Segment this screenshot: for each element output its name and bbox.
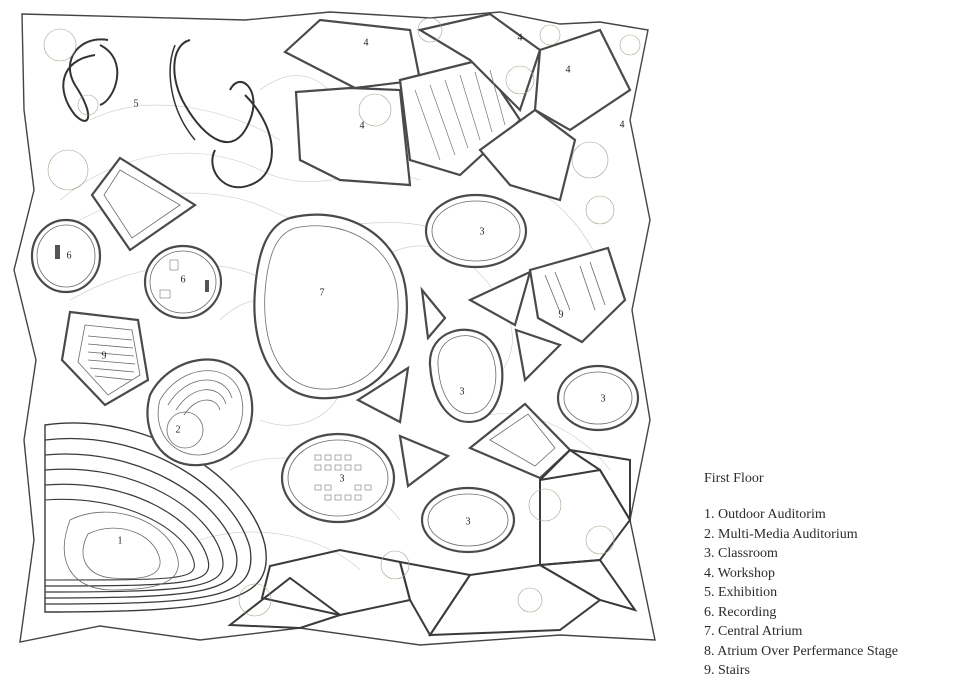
legend-item: 7. Central Atrium: [704, 624, 803, 639]
legend: First Floor 1. Outdoor Auditorim 2. Mult…: [704, 470, 956, 681]
floor-plan: 1 2 5 6 6: [13, 11, 656, 646]
label-workshop-a: 4: [364, 37, 369, 48]
recording-room-a: [30, 218, 102, 294]
label-multimedia-auditorium: 2: [176, 424, 181, 435]
label-recording-b: 6: [181, 274, 186, 285]
legend-item: 3. Classroom: [704, 546, 778, 561]
classroom-a: [424, 193, 528, 269]
legend-item: 6. Recording: [704, 604, 777, 620]
label-stairs-right: 9: [559, 309, 564, 320]
classroom-c: [556, 364, 640, 432]
label-classroom-a: 3: [480, 226, 485, 237]
legend-item: 1. Outdoor Auditorim: [704, 507, 826, 522]
skylight-pyramid-a: [90, 156, 197, 252]
legend-title: First Floor: [704, 471, 764, 486]
central-atrium: [253, 213, 408, 400]
legend-list: 1. Outdoor Auditorim 2. Multi-Media Audi…: [704, 505, 956, 681]
stairs-left: [60, 310, 150, 407]
classroom-e: [420, 486, 516, 554]
legend-item: 4. Workshop: [704, 565, 775, 581]
label-workshop-d: 4: [360, 120, 365, 131]
label-workshop-b: 4: [518, 32, 523, 43]
triangulated-canopy: [227, 449, 638, 637]
label-workshop-c: 4: [566, 64, 571, 75]
label-exhibition: 5: [134, 98, 139, 109]
legend-item: 9. Stairs: [704, 663, 750, 678]
recording-room-b: [143, 244, 223, 320]
exhibition-walls: [62, 38, 273, 189]
label-recording-a: 6: [67, 250, 72, 261]
label-classroom-b: 3: [460, 386, 465, 397]
classroom-b: [428, 328, 504, 423]
outdoor-auditorium: [44, 422, 267, 613]
vegetation: [43, 17, 641, 617]
label-classroom-e: 3: [466, 516, 471, 527]
triangle-skylights: [355, 269, 563, 488]
label-classroom-d: 3: [340, 473, 345, 484]
legend-item: 5. Exhibition: [704, 585, 778, 600]
label-classroom-c: 3: [601, 393, 606, 404]
label-central-atrium: 7: [320, 287, 325, 298]
classroom-d: [280, 432, 396, 524]
workshop-cluster: [283, 12, 632, 202]
label-outdoor-auditorium: 1: [118, 535, 123, 546]
legend-item: 8. Atrium Over Perfermance Stage: [704, 643, 898, 659]
stairs-right: [528, 246, 627, 344]
legend-item: 2. Multi-Media Auditorium: [704, 526, 858, 542]
label-workshop-e: 4: [620, 119, 625, 130]
label-stairs-left: 9: [102, 350, 107, 361]
multimedia-auditorium: [146, 358, 254, 467]
